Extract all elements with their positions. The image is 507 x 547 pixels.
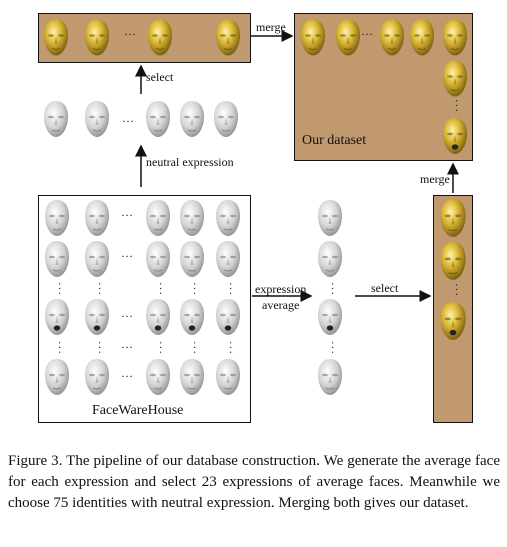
grid-column-ellipsis: ··· (154, 282, 166, 296)
gold-face-icon (380, 19, 404, 56)
expression-label: expression (255, 282, 307, 296)
grid-column-ellipsis: ··· (53, 282, 65, 296)
grid-column-ellipsis: ··· (188, 282, 200, 296)
grid-center-ellipsis: ··· (121, 340, 133, 354)
gray-face-icon (180, 101, 204, 137)
grid-row-ellipsis: ··· (121, 208, 133, 222)
gray-face-icon (85, 299, 109, 335)
merge-label-top: merge (256, 20, 286, 34)
gray-face-icon (216, 200, 240, 236)
gray-face-icon (180, 200, 204, 236)
gold-face-icon (440, 242, 466, 280)
grid-column-ellipsis: ··· (154, 341, 166, 355)
our-dataset-label: Our dataset (302, 133, 367, 148)
gray-face-icon (146, 241, 170, 277)
gray-face-icon (318, 241, 342, 277)
average-label: average (262, 298, 300, 312)
gray-face-icon (216, 359, 240, 395)
gold-face-icon (44, 19, 68, 56)
gray-face-icon (318, 299, 342, 335)
average-column-ellipsis: ··· (326, 282, 338, 296)
ellipsis-average-row: ··· (122, 114, 134, 128)
gold-face-icon (148, 19, 172, 56)
gray-face-icon (85, 200, 109, 236)
gray-face-icon (216, 299, 240, 335)
select-label-top: select (146, 70, 174, 84)
gold-face-icon (443, 118, 467, 154)
gold-face-icon (440, 199, 466, 237)
gray-face-icon (45, 359, 69, 395)
ellipsis-dataset-row: ··· (361, 27, 373, 41)
gray-face-icon (318, 359, 342, 395)
ellipsis-selected-column: ··· (450, 283, 462, 297)
facewarehouse-label: FaceWareHouse (92, 403, 184, 418)
grid-row-ellipsis: ··· (121, 369, 133, 383)
grid-column-ellipsis: ··· (93, 282, 105, 296)
gold-face-icon (85, 19, 109, 56)
grid-row-ellipsis: ··· (121, 249, 133, 263)
gray-face-icon (85, 101, 109, 137)
gray-face-icon (146, 200, 170, 236)
gray-face-icon (45, 200, 69, 236)
gray-face-icon (146, 359, 170, 395)
gray-face-icon (214, 101, 238, 137)
gray-face-icon (85, 359, 109, 395)
gold-face-icon (440, 302, 466, 340)
gray-face-icon (85, 241, 109, 277)
ellipsis-top-panel: ··· (124, 27, 136, 41)
average-column-ellipsis: ··· (326, 341, 338, 355)
gold-face-icon (216, 19, 240, 56)
figure-caption: Figure 3. The pipeline of our database c… (8, 453, 500, 511)
gray-face-icon (318, 200, 342, 236)
gray-face-icon (45, 299, 69, 335)
gold-face-icon (410, 19, 434, 56)
selected-expressions-panel (38, 13, 251, 63)
gold-face-icon (443, 60, 467, 97)
ellipsis-dataset-column: ··· (450, 99, 462, 113)
grid-column-ellipsis: ··· (93, 341, 105, 355)
gold-face-icon (443, 19, 467, 56)
gray-face-icon (216, 241, 240, 277)
grid-row-ellipsis: ··· (121, 309, 133, 323)
select-label-bottom: select (371, 281, 399, 295)
gold-face-icon (336, 19, 360, 56)
gray-face-icon (180, 359, 204, 395)
gray-face-icon (44, 101, 68, 137)
merge-label-right: merge (420, 172, 450, 186)
neutral-expression-label: neutral expression (146, 155, 234, 169)
grid-column-ellipsis: ··· (224, 341, 236, 355)
gray-face-icon (45, 241, 69, 277)
gray-face-icon (180, 299, 204, 335)
facewarehouse-grid-box (38, 195, 251, 423)
grid-column-ellipsis: ··· (188, 341, 200, 355)
gold-face-icon (301, 19, 325, 56)
grid-column-ellipsis: ··· (224, 282, 236, 296)
gray-face-icon (180, 241, 204, 277)
gray-face-icon (146, 101, 170, 137)
grid-column-ellipsis: ··· (53, 341, 65, 355)
gray-face-icon (146, 299, 170, 335)
